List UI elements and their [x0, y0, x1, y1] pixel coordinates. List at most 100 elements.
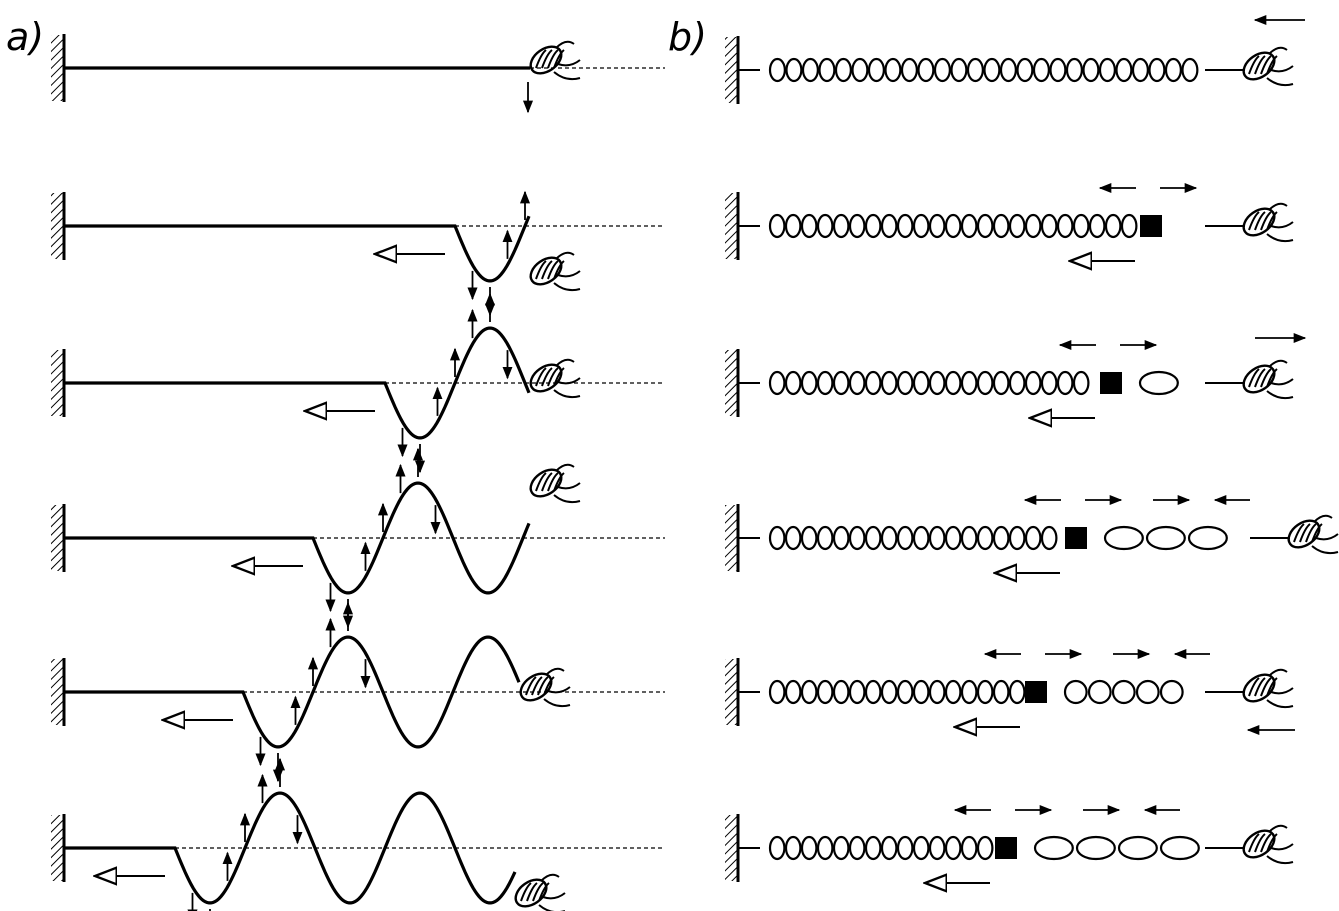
hand-icon: [529, 251, 581, 292]
spring-coil: [848, 679, 866, 705]
spring-coil-sparse: [1145, 525, 1186, 551]
hand-icon: [514, 873, 566, 911]
hand-icon: [529, 463, 581, 504]
compression-zone: [1140, 215, 1162, 237]
compression-zone: [1065, 527, 1087, 549]
rope: [64, 215, 531, 283]
spring-coil: [1024, 525, 1042, 551]
spring-coil: [800, 525, 818, 551]
spring-coil: [784, 835, 802, 861]
panel-b-label: b): [668, 15, 707, 59]
spring-coil: [880, 370, 898, 396]
spring-coil: [960, 370, 978, 396]
spring-coil: [848, 370, 866, 396]
spring-coil: [1115, 57, 1133, 83]
spring-coil-sparse: [1103, 525, 1144, 551]
spring-coil: [928, 525, 946, 551]
spring-coil: [785, 57, 803, 83]
spring-coil: [960, 525, 978, 551]
spring-coil: [928, 213, 946, 239]
spring-coil: [832, 835, 850, 861]
spring-coil: [992, 370, 1010, 396]
spring-coil: [800, 370, 818, 396]
spring-coil: [768, 370, 786, 396]
spring-coil: [1040, 525, 1058, 551]
spring-coil: [1065, 57, 1083, 83]
spring-coil: [976, 370, 994, 396]
spring-coil: [864, 679, 882, 705]
spring-coil-sparse: [1117, 835, 1158, 861]
spring-coil: [1088, 213, 1106, 239]
spring-coil-sparse: [1159, 679, 1184, 705]
hand-icon: [529, 40, 581, 81]
spring-coil: [944, 370, 962, 396]
spring-coil-sparse: [1187, 525, 1228, 551]
spring-coil: [864, 525, 882, 551]
spring-coil: [1148, 57, 1166, 83]
spring-coil: [912, 370, 930, 396]
spring-coil: [976, 525, 994, 551]
spring-coil: [1008, 525, 1026, 551]
spring-coil: [880, 679, 898, 705]
wall-hatch-icon: [725, 350, 738, 416]
spring-coil: [1164, 57, 1182, 83]
spring-coil: [950, 57, 968, 83]
spring-coil: [928, 679, 946, 705]
wall-hatch-icon: [725, 37, 738, 103]
wall-hatch-icon: [51, 505, 64, 571]
spring-coil: [768, 679, 786, 705]
wall-hatch-icon: [51, 815, 64, 881]
spring-coil: [912, 525, 930, 551]
wall-hatch-icon: [725, 659, 738, 725]
spring-coil: [933, 57, 951, 83]
spring-coil: [768, 525, 786, 551]
wall-hatch-icon: [725, 193, 738, 259]
spring-coil: [999, 57, 1017, 83]
spring-coil: [864, 213, 882, 239]
spring-coil: [816, 370, 834, 396]
spring-coil-sparse: [1111, 679, 1136, 705]
spring-coil-sparse: [1063, 679, 1088, 705]
hand-icon: [1242, 668, 1294, 709]
spring-coil: [917, 57, 935, 83]
spring-coil: [960, 835, 978, 861]
spring-coil: [983, 57, 1001, 83]
spring-coil: [1049, 57, 1067, 83]
spring-coil: [784, 213, 802, 239]
hand-icon: [529, 358, 581, 399]
spring-coil: [816, 835, 834, 861]
spring-coil: [884, 57, 902, 83]
spring-coil: [896, 525, 914, 551]
spring-coil: [848, 213, 866, 239]
spring-coil: [1008, 679, 1026, 705]
spring-coil: [1056, 370, 1074, 396]
spring-coil: [928, 370, 946, 396]
spring-coil: [880, 213, 898, 239]
spring-coil-sparse: [1033, 835, 1074, 861]
spring-coil: [816, 525, 834, 551]
spring-coil: [1040, 213, 1058, 239]
spring-coil: [1008, 370, 1026, 396]
spring-coil: [928, 835, 946, 861]
spring-coil: [848, 835, 866, 861]
compression-zone: [995, 837, 1017, 859]
wall-hatch-icon: [725, 505, 738, 571]
spring-coil: [768, 213, 786, 239]
hand-icon: [1242, 46, 1294, 87]
spring-coil-sparse: [1075, 835, 1116, 861]
spring-coil: [976, 213, 994, 239]
spring-coil: [944, 679, 962, 705]
spring-coil: [800, 679, 818, 705]
spring-coil: [768, 57, 786, 83]
spring-coil: [896, 370, 914, 396]
spring-coil: [912, 835, 930, 861]
spring-coil: [832, 370, 850, 396]
spring-coil: [784, 525, 802, 551]
spring-coil: [912, 213, 930, 239]
spring-coil: [832, 525, 850, 551]
panel-b-longitudinal: [725, 14, 1339, 883]
rope: [64, 635, 521, 749]
spring-coil: [1181, 57, 1199, 83]
spring-coil: [960, 213, 978, 239]
